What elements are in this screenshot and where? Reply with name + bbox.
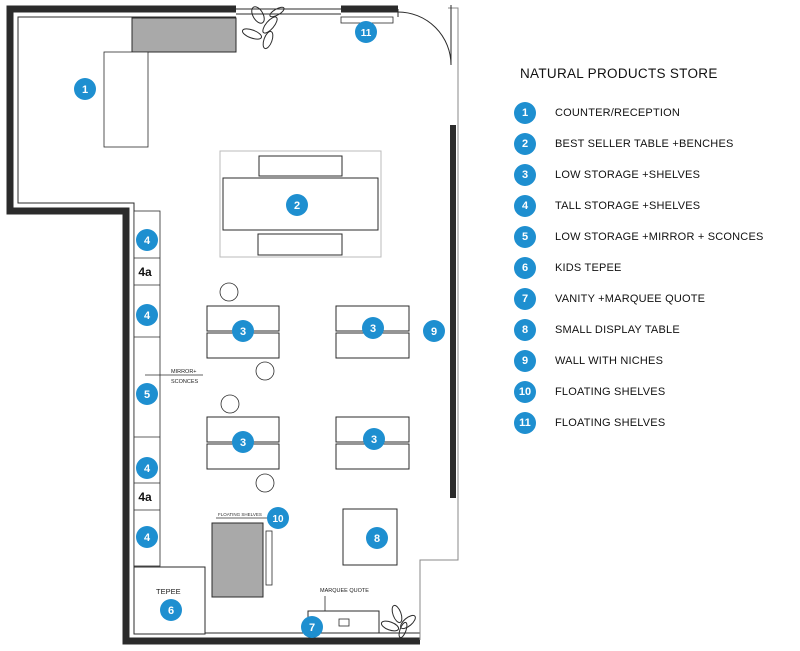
legend-badge: 4 <box>514 194 536 217</box>
marker-3a: 3 <box>232 320 254 342</box>
marquee-label: MARQUEE QUOTE <box>320 588 369 594</box>
marker-4b: 4 <box>136 304 158 326</box>
mirror-label-1: MIRROR+ <box>171 369 197 375</box>
legend-badge: 6 <box>514 256 536 279</box>
legend-badge: 7 <box>514 287 536 310</box>
door <box>397 5 452 66</box>
legend-label: KIDS TEPEE <box>555 261 622 274</box>
legend-badge: 8 <box>514 318 536 341</box>
legend-item: 7 VANITY +MARQUEE QUOTE <box>514 283 794 314</box>
legend-label: LOW STORAGE +MIRROR + SCONCES <box>555 230 764 243</box>
legend-badge: 1 <box>514 101 536 124</box>
right-wall-niches <box>450 125 456 498</box>
svg-text:4: 4 <box>144 463 151 475</box>
legend-badge: 3 <box>514 163 536 186</box>
counter-top <box>131 17 237 53</box>
walls <box>6 5 420 645</box>
svg-text:3: 3 <box>240 326 246 338</box>
svg-text:10: 10 <box>272 514 284 525</box>
legend-label: FLOATING SHELVES <box>555 416 666 429</box>
marker-6: 6 <box>160 599 182 621</box>
legend-item: 9 WALL WITH NICHES <box>514 345 794 376</box>
bench-top <box>258 155 343 177</box>
legend-label: COUNTER/RECEPTION <box>555 106 681 119</box>
legend-label: LOW STORAGE +SHELVES <box>555 168 701 181</box>
counter-desk <box>103 51 149 148</box>
floor-plan: MIRROR+ SCONCES FLOATING SHELVES TEPEE M… <box>6 5 459 645</box>
low-storage-c-bottom <box>206 443 280 470</box>
legend-item: 1 COUNTER/RECEPTION <box>514 97 794 128</box>
legend: NATURAL PRODUCTS STORE 1 COUNTER/RECEPTIO… <box>514 66 794 438</box>
svg-text:1: 1 <box>82 84 88 96</box>
plan-markers: 1 2 3 3 3 3 4 4 4 4 5 6 7 8 9 10 11 <box>74 21 445 638</box>
label-4a-top: 4a <box>138 265 152 279</box>
svg-text:7: 7 <box>309 622 315 634</box>
svg-text:3: 3 <box>240 437 246 449</box>
svg-text:2: 2 <box>294 200 300 212</box>
marker-3b: 3 <box>362 317 384 339</box>
legend-list: 1 COUNTER/RECEPTION 2 BEST SELLER TABLE +BE… <box>514 97 794 438</box>
legend-badge: 11 <box>514 411 536 434</box>
legend-label: TALL STORAGE +SHELVES <box>555 199 701 212</box>
legend-item: 10 FLOATING SHELVES <box>514 376 794 407</box>
svg-text:4: 4 <box>144 310 151 322</box>
marker-4d: 4 <box>136 526 158 548</box>
legend-item: 8 SMALL DISPLAY TABLE <box>514 314 794 345</box>
legend-badge: 9 <box>514 349 536 372</box>
marker-1: 1 <box>74 78 96 100</box>
svg-text:3: 3 <box>370 323 376 335</box>
marker-3d: 3 <box>363 428 385 450</box>
legend-item: 2 BEST SELLER TABLE +BENCHES <box>514 128 794 159</box>
legend-label: WALL WITH NICHES <box>555 354 664 367</box>
svg-text:11: 11 <box>361 28 372 39</box>
marker-10: 10 <box>267 507 289 529</box>
side-shelf-10 <box>265 530 273 586</box>
svg-text:6: 6 <box>168 605 174 617</box>
plant-top <box>242 6 285 50</box>
marker-2: 2 <box>286 194 308 216</box>
storage-dividers <box>134 257 160 511</box>
mirror-label-2: SCONCES <box>171 379 199 385</box>
outer-wall-left <box>6 5 420 645</box>
floating-shelves-label: FLOATING SHELVES <box>218 512 262 517</box>
legend-item: 3 LOW STORAGE +SHELVES <box>514 159 794 190</box>
low-storage-units <box>206 305 410 470</box>
legend-item: 5 LOW STORAGE +MIRROR + SCONCES <box>514 221 794 252</box>
store-title: NATURAL PRODUCTS STORE <box>520 66 718 81</box>
exterior-outline <box>419 7 459 640</box>
legend-badge: 10 <box>514 380 536 403</box>
legend-label: FLOATING SHELVES <box>555 385 666 398</box>
legend-item: 4 TALL STORAGE +SHELVES <box>514 190 794 221</box>
legend-item: 6 KIDS TEPEE <box>514 252 794 283</box>
svg-text:8: 8 <box>374 533 380 545</box>
legend-label: SMALL DISPLAY TABLE <box>555 323 680 336</box>
marker-11: 11 <box>355 21 377 43</box>
marker-7: 7 <box>301 616 323 638</box>
label-4a-bottom: 4a <box>138 490 152 504</box>
legend-label: BEST SELLER TABLE +BENCHES <box>555 137 734 150</box>
marker-4a: 4 <box>136 229 158 251</box>
marker-9: 9 <box>423 320 445 342</box>
legend-item: 11 FLOATING SHELVES <box>514 407 794 438</box>
marker-4c: 4 <box>136 457 158 479</box>
legend-badge: 2 <box>514 132 536 155</box>
marker-3c: 3 <box>232 431 254 453</box>
svg-text:9: 9 <box>431 326 437 338</box>
marker-8: 8 <box>366 527 388 549</box>
svg-text:3: 3 <box>371 434 377 446</box>
stools <box>219 282 275 493</box>
svg-text:4: 4 <box>144 532 151 544</box>
tepee-label: TEPEE <box>156 587 181 596</box>
marker-5: 5 <box>136 383 158 405</box>
storage-block-10 <box>211 522 264 598</box>
legend-label: VANITY +MARQUEE QUOTE <box>555 292 706 305</box>
legend-badge: 5 <box>514 225 536 248</box>
svg-text:5: 5 <box>144 389 150 401</box>
bench-bottom <box>257 233 343 256</box>
svg-text:4: 4 <box>144 235 151 247</box>
vanity-sink <box>338 618 350 627</box>
plant-bottom <box>380 604 416 639</box>
